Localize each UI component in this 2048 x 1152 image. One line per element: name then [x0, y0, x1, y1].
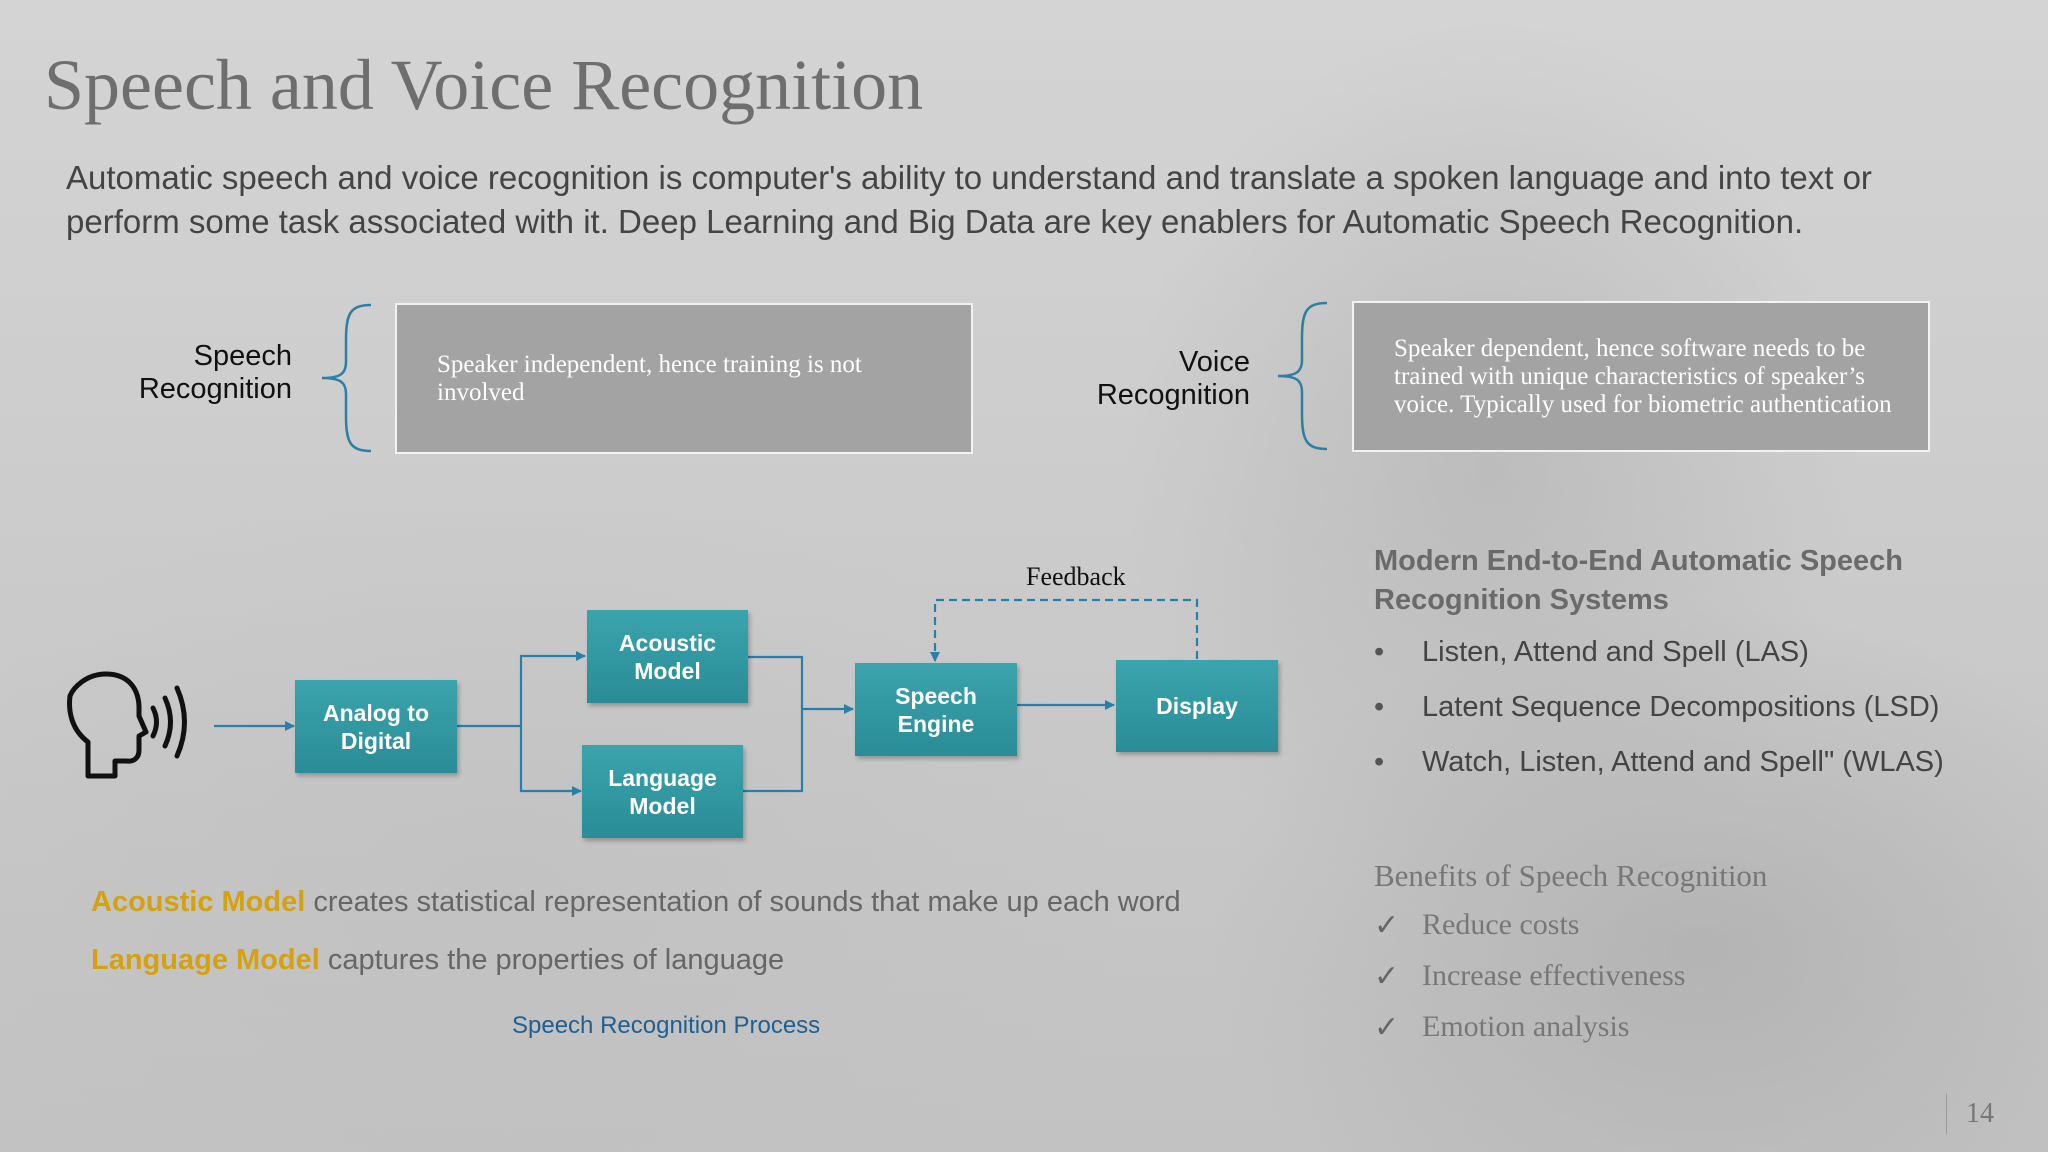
speech-recognition-label: Speech Recognition — [100, 340, 292, 406]
analog-line1: Analog to — [322, 699, 430, 726]
voice-brace-icon — [1277, 301, 1328, 451]
display-block: Display — [1116, 660, 1278, 752]
engine-line2: Engine — [897, 710, 975, 737]
check-icon: ✓ — [1374, 909, 1400, 942]
diagram-caption: Speech Recognition Process — [512, 1012, 821, 1039]
benefit-text: Emotion analysis — [1422, 1010, 1630, 1043]
modern-systems-list: Listen, Attend and Spell (LAS) Latent Se… — [1374, 636, 1944, 801]
acoustic-model-definition: Acoustic Model creates statistical repre… — [91, 886, 1181, 919]
arrow-to-language — [519, 726, 582, 796]
benefit-text: Reduce costs — [1422, 908, 1580, 941]
voice-description: Speaker dependent, hence software needs … — [1394, 334, 1892, 418]
speech-brace-icon — [321, 303, 372, 453]
voice-description-box: Speaker dependent, hence software needs … — [1352, 301, 1930, 452]
benefit-text: Increase effectiveness — [1422, 959, 1686, 992]
acoustic-term: Acoustic Model — [91, 886, 306, 918]
benefits-list: ✓ Reduce costs ✓ Increase effectiveness ✓ E… — [1374, 908, 1685, 1061]
speech-label-line1: Speech — [193, 340, 292, 372]
page-number-divider — [1946, 1094, 1947, 1134]
language-term: Language Model — [91, 944, 320, 976]
speech-description-box: Speaker independent, hence training is n… — [395, 303, 973, 454]
voice-label-line1: Voice — [1179, 346, 1250, 378]
acoustic-text: creates statistical representation of so… — [305, 886, 1181, 918]
list-item: ✓ Reduce costs — [1374, 908, 1685, 959]
intro-paragraph: Automatic speech and voice recognition i… — [66, 159, 1872, 240]
feedback-label: Feedback — [1026, 562, 1126, 591]
benefits-title: Benefits of Speech Recognition — [1374, 858, 1768, 893]
language-model-definition: Language Model captures the properties o… — [91, 944, 784, 977]
acoustic-line2: Model — [634, 657, 701, 684]
voice-recognition-label: Voice Recognition — [1060, 346, 1250, 412]
list-item: Latent Sequence Decompositions (LSD) — [1374, 691, 1944, 746]
acoustic-line1: Acoustic — [618, 629, 717, 656]
arrow-to-acoustic — [457, 651, 586, 728]
voice-label-line2: Recognition — [1096, 379, 1250, 411]
list-item: Listen, Attend and Spell (LAS) — [1374, 636, 1944, 691]
analog-line2: Digital — [340, 727, 412, 754]
modern-systems-title: Modern End-to-End Automatic Speech Recog… — [1374, 545, 1903, 616]
language-line1: Language — [608, 764, 717, 791]
speech-label-line2: Recognition — [138, 373, 292, 405]
engine-line1: Speech — [895, 682, 977, 709]
feedback-arrow — [930, 598, 1199, 662]
line-from-language — [743, 709, 804, 793]
language-line2: Model — [629, 792, 696, 819]
speech-description: Speaker independent, hence training is n… — [437, 350, 862, 406]
page-title: Speech and Voice Recognition — [44, 45, 924, 125]
page-number: 14 — [1966, 1098, 1994, 1129]
check-icon: ✓ — [1374, 1011, 1400, 1044]
language-text: captures the properties of language — [319, 944, 785, 976]
display-label: Display — [1156, 693, 1238, 719]
list-item: ✓ Emotion analysis — [1374, 1010, 1685, 1061]
list-item: ✓ Increase effectiveness — [1374, 959, 1685, 1010]
list-item: Watch, Listen, Attend and Spell" (WLAS) — [1374, 746, 1944, 801]
check-icon: ✓ — [1374, 960, 1400, 993]
speaking-head-icon — [67, 671, 187, 779]
line-from-acoustic — [748, 655, 804, 709]
